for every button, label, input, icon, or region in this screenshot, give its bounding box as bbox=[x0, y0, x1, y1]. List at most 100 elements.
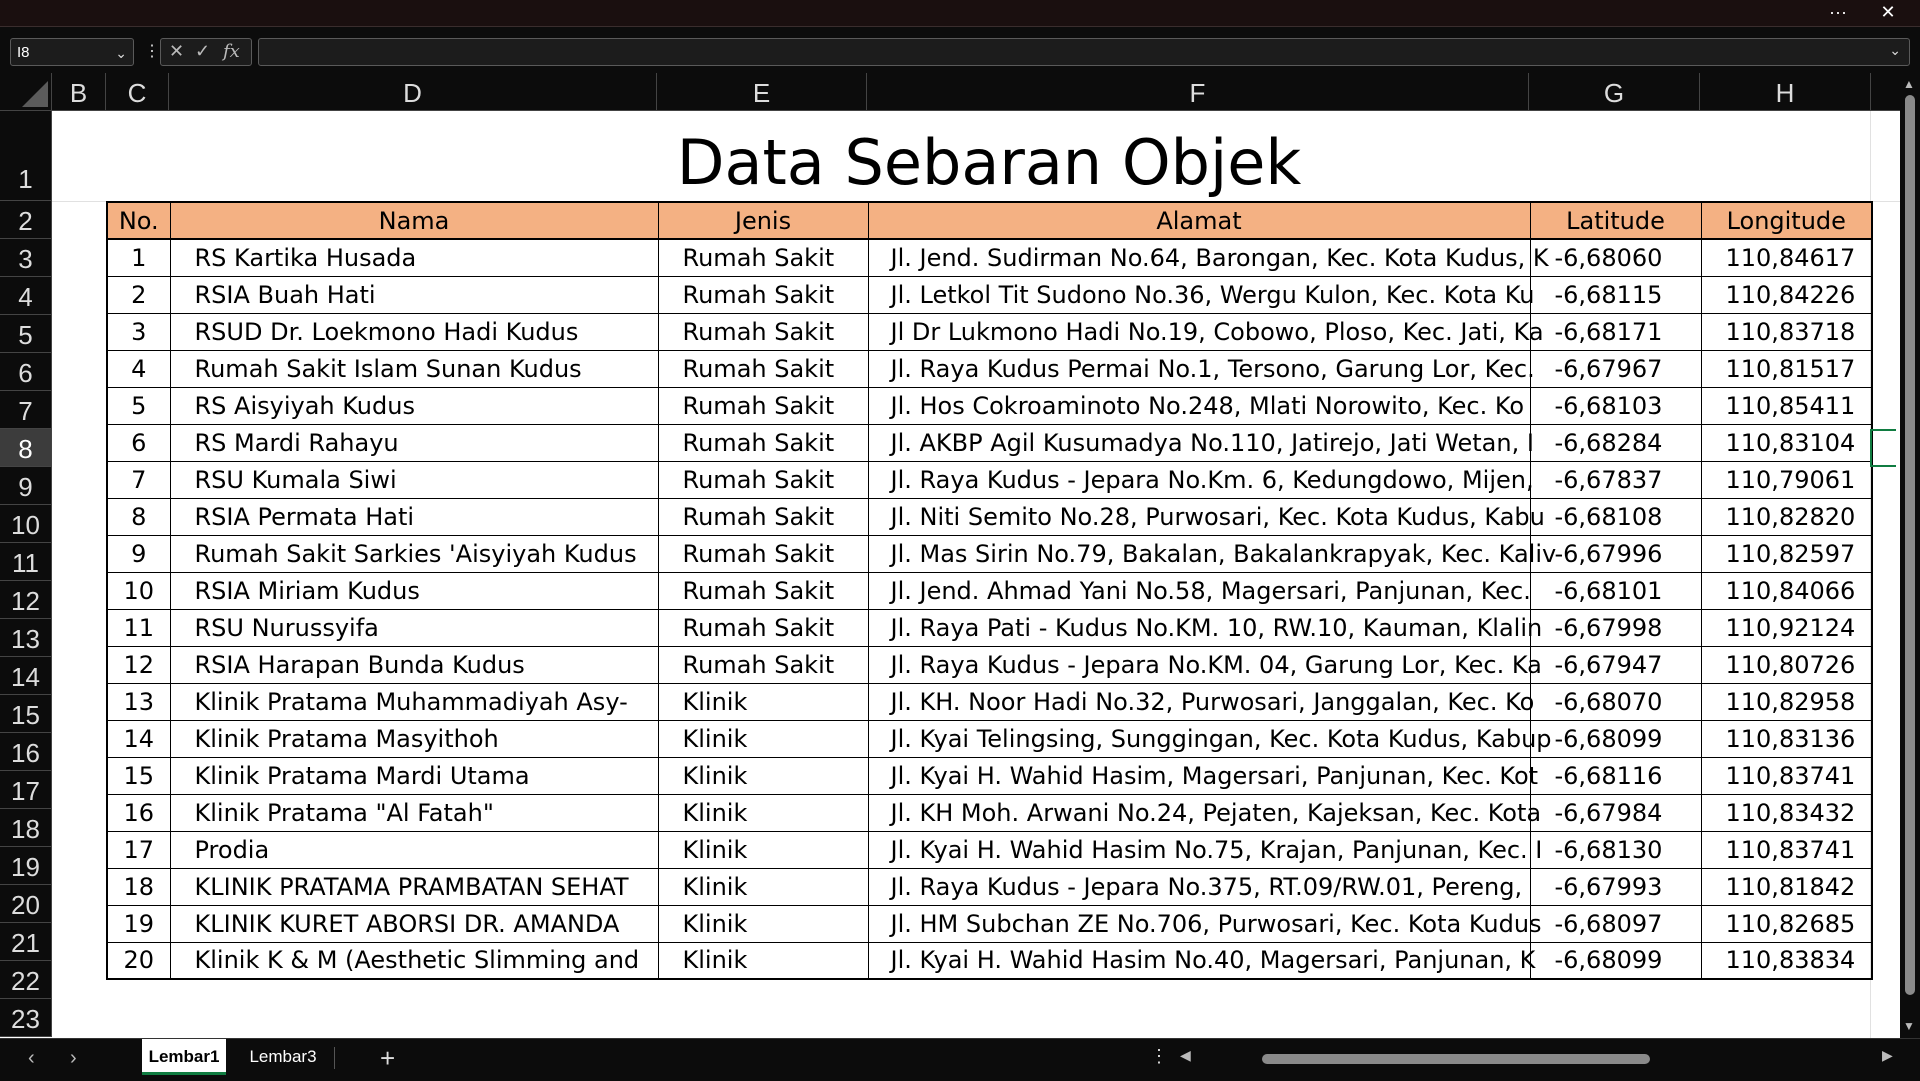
cell-alamat[interactable]: Jl. Jend. Ahmad Yani No.58, Magersari, P… bbox=[867, 571, 1531, 610]
cell-longitude[interactable]: 110,83104 bbox=[1700, 423, 1873, 462]
previous-sheet-icon[interactable]: ‹ bbox=[28, 1047, 35, 1069]
cell-latitude[interactable]: -6,67996 bbox=[1529, 534, 1702, 573]
more-options-button[interactable]: ··· bbox=[1829, 2, 1847, 22]
cell-no[interactable]: 8 bbox=[106, 497, 171, 536]
row-header-18[interactable]: 18 bbox=[0, 809, 52, 847]
cell-no[interactable]: 9 bbox=[106, 534, 171, 573]
row-header-9[interactable]: 9 bbox=[0, 467, 52, 505]
cell-no[interactable]: 3 bbox=[106, 312, 171, 351]
cell-nama[interactable]: KLINIK PRATAMA PRAMBATAN SEHAT bbox=[169, 867, 659, 906]
cell-nama[interactable]: RS Mardi Rahayu bbox=[169, 423, 659, 462]
cell-latitude[interactable]: -6,68284 bbox=[1529, 423, 1702, 462]
cell-no[interactable]: 14 bbox=[106, 719, 171, 758]
cell-jenis[interactable]: Rumah Sakit bbox=[657, 275, 869, 314]
next-sheet-icon[interactable]: › bbox=[70, 1047, 77, 1069]
cell-no[interactable]: 16 bbox=[106, 793, 171, 832]
cell-no[interactable]: 5 bbox=[106, 386, 171, 425]
cell-jenis[interactable]: Klinik bbox=[657, 756, 869, 795]
cell-alamat[interactable]: Jl. AKBP Agil Kusumadya No.110, Jatirejo… bbox=[867, 423, 1534, 462]
header-no[interactable]: No. bbox=[106, 201, 171, 240]
cell-jenis[interactable]: Rumah Sakit bbox=[657, 645, 869, 684]
cell-jenis[interactable]: Rumah Sakit bbox=[657, 497, 869, 536]
cell-longitude[interactable]: 110,82597 bbox=[1700, 534, 1873, 573]
cell-longitude[interactable]: 110,80726 bbox=[1700, 645, 1873, 684]
scroll-down-icon[interactable]: ▼ bbox=[1903, 1019, 1915, 1033]
cell-jenis[interactable]: Rumah Sakit bbox=[657, 534, 869, 573]
formula-input[interactable]: ⌄ bbox=[258, 38, 1910, 66]
cell-alamat[interactable]: Jl. HM Subchan ZE No.706, Purwosari, Kec… bbox=[867, 904, 1542, 943]
cell-longitude[interactable]: 110,83136 bbox=[1700, 719, 1873, 758]
cell-nama[interactable]: RSIA Buah Hati bbox=[169, 275, 659, 314]
cell-alamat[interactable]: Jl. Kyai H. Wahid Hasim No.40, Magersari… bbox=[867, 941, 1535, 980]
cell-latitude[interactable]: -6,68060 bbox=[1529, 238, 1702, 277]
column-header-c[interactable]: C bbox=[106, 73, 169, 111]
cell-longitude[interactable]: 110,81842 bbox=[1700, 867, 1873, 906]
header-alamat[interactable]: Alamat bbox=[867, 201, 1531, 240]
cell-no[interactable]: 12 bbox=[106, 645, 171, 684]
cell-alamat[interactable]: Jl. Hos Cokroaminoto No.248, Mlati Norow… bbox=[867, 386, 1531, 425]
scroll-right-icon[interactable]: ▶ bbox=[1882, 1047, 1893, 1063]
cell-latitude[interactable]: -6,68116 bbox=[1529, 756, 1702, 795]
cell-latitude[interactable]: -6,67984 bbox=[1529, 793, 1702, 832]
row-header-14[interactable]: 14 bbox=[0, 657, 52, 695]
cell-jenis[interactable]: Klinik bbox=[657, 682, 869, 721]
scroll-up-icon[interactable]: ▲ bbox=[1903, 77, 1915, 91]
cell-latitude[interactable]: -6,68130 bbox=[1529, 830, 1702, 869]
cell-alamat[interactable]: Jl Dr Lukmono Hadi No.19, Cobowo, Ploso,… bbox=[867, 312, 1544, 351]
row-header-17[interactable]: 17 bbox=[0, 771, 52, 809]
cell-longitude[interactable]: 110,84226 bbox=[1700, 275, 1873, 314]
cell-no[interactable]: 1 bbox=[106, 238, 171, 277]
horizontal-scrollbar[interactable] bbox=[1196, 1053, 1876, 1065]
scroll-left-icon[interactable]: ◀ bbox=[1180, 1047, 1191, 1063]
cell-jenis[interactable]: Klinik bbox=[657, 867, 869, 906]
cell-nama[interactable]: Klinik Pratama "Al Fatah" bbox=[169, 793, 659, 832]
cell-latitude[interactable]: -6,68103 bbox=[1529, 386, 1702, 425]
row-header-10[interactable]: 10 bbox=[0, 505, 52, 543]
cell-latitude[interactable]: -6,67967 bbox=[1529, 349, 1702, 388]
cell-nama[interactable]: Prodia bbox=[169, 830, 659, 869]
cell-jenis[interactable]: Rumah Sakit bbox=[657, 571, 869, 610]
vertical-scroll-thumb[interactable] bbox=[1905, 95, 1915, 995]
column-header-b[interactable]: B bbox=[52, 73, 106, 111]
expand-formula-icon[interactable]: ⌄ bbox=[1889, 42, 1901, 58]
cell-jenis[interactable]: Klinik bbox=[657, 719, 869, 758]
cell-latitude[interactable]: -6,68099 bbox=[1529, 941, 1702, 980]
cell-jenis[interactable]: Klinik bbox=[657, 793, 869, 832]
row-header-5[interactable]: 5 bbox=[0, 315, 52, 353]
cell-alamat[interactable]: Jl. Raya Kudus - Jepara No.KM. 04, Garun… bbox=[867, 645, 1542, 684]
cell-latitude[interactable]: -6,68070 bbox=[1529, 682, 1702, 721]
cell-nama[interactable]: RSIA Miriam Kudus bbox=[169, 571, 659, 610]
row-header-20[interactable]: 20 bbox=[0, 885, 52, 923]
row-header-4[interactable]: 4 bbox=[0, 277, 52, 315]
horizontal-scroll-thumb[interactable] bbox=[1262, 1054, 1650, 1064]
cell-no[interactable]: 18 bbox=[106, 867, 171, 906]
cell-alamat[interactable]: Jl. Mas Sirin No.79, Bakalan, Bakalankra… bbox=[867, 534, 1556, 573]
column-header-f[interactable]: F bbox=[867, 73, 1529, 111]
close-window-button[interactable]: ✕ bbox=[1880, 2, 1896, 22]
cell-jenis[interactable]: Rumah Sakit bbox=[657, 460, 869, 499]
row-header-12[interactable]: 12 bbox=[0, 581, 52, 619]
cell-longitude[interactable]: 110,79061 bbox=[1700, 460, 1873, 499]
cell-nama[interactable]: RSUD Dr. Loekmono Hadi Kudus bbox=[169, 312, 659, 351]
cell-no[interactable]: 11 bbox=[106, 608, 171, 647]
cell-no[interactable]: 19 bbox=[106, 904, 171, 943]
cell-latitude[interactable]: -6,68108 bbox=[1529, 497, 1702, 536]
cell-alamat[interactable]: Jl. Jend. Sudirman No.64, Barongan, Kec.… bbox=[867, 238, 1549, 277]
cell-alamat[interactable]: Jl. KH Moh. Arwani No.24, Pejaten, Kajek… bbox=[867, 793, 1541, 832]
cell-longitude[interactable]: 110,81517 bbox=[1700, 349, 1873, 388]
cell-alamat[interactable]: Jl. KH. Noor Hadi No.32, Purwosari, Jang… bbox=[867, 682, 1534, 721]
row-header-2[interactable]: 2 bbox=[0, 201, 52, 239]
tab-lembar1[interactable]: Lembar1 bbox=[142, 1039, 226, 1075]
cell-no[interactable]: 17 bbox=[106, 830, 171, 869]
row-header-15[interactable]: 15 bbox=[0, 695, 52, 733]
cell-alamat[interactable]: Jl. Raya Kudus - Jepara No.Km. 6, Kedung… bbox=[867, 460, 1534, 499]
chevron-down-icon[interactable]: ⌄ bbox=[115, 45, 127, 61]
select-all-corner[interactable] bbox=[0, 73, 52, 111]
cell-no[interactable]: 2 bbox=[106, 275, 171, 314]
cell-alamat[interactable]: Jl. Kyai H. Wahid Hasim, Magersari, Panj… bbox=[867, 756, 1538, 795]
cell-longitude[interactable]: 110,84066 bbox=[1700, 571, 1873, 610]
cell-nama[interactable]: RSIA Harapan Bunda Kudus bbox=[169, 645, 659, 684]
cell-longitude[interactable]: 110,82820 bbox=[1700, 497, 1873, 536]
cell-alamat[interactable]: Jl. Raya Pati - Kudus No.KM. 10, RW.10, … bbox=[867, 608, 1542, 647]
cell-nama[interactable]: RSIA Permata Hati bbox=[169, 497, 659, 536]
